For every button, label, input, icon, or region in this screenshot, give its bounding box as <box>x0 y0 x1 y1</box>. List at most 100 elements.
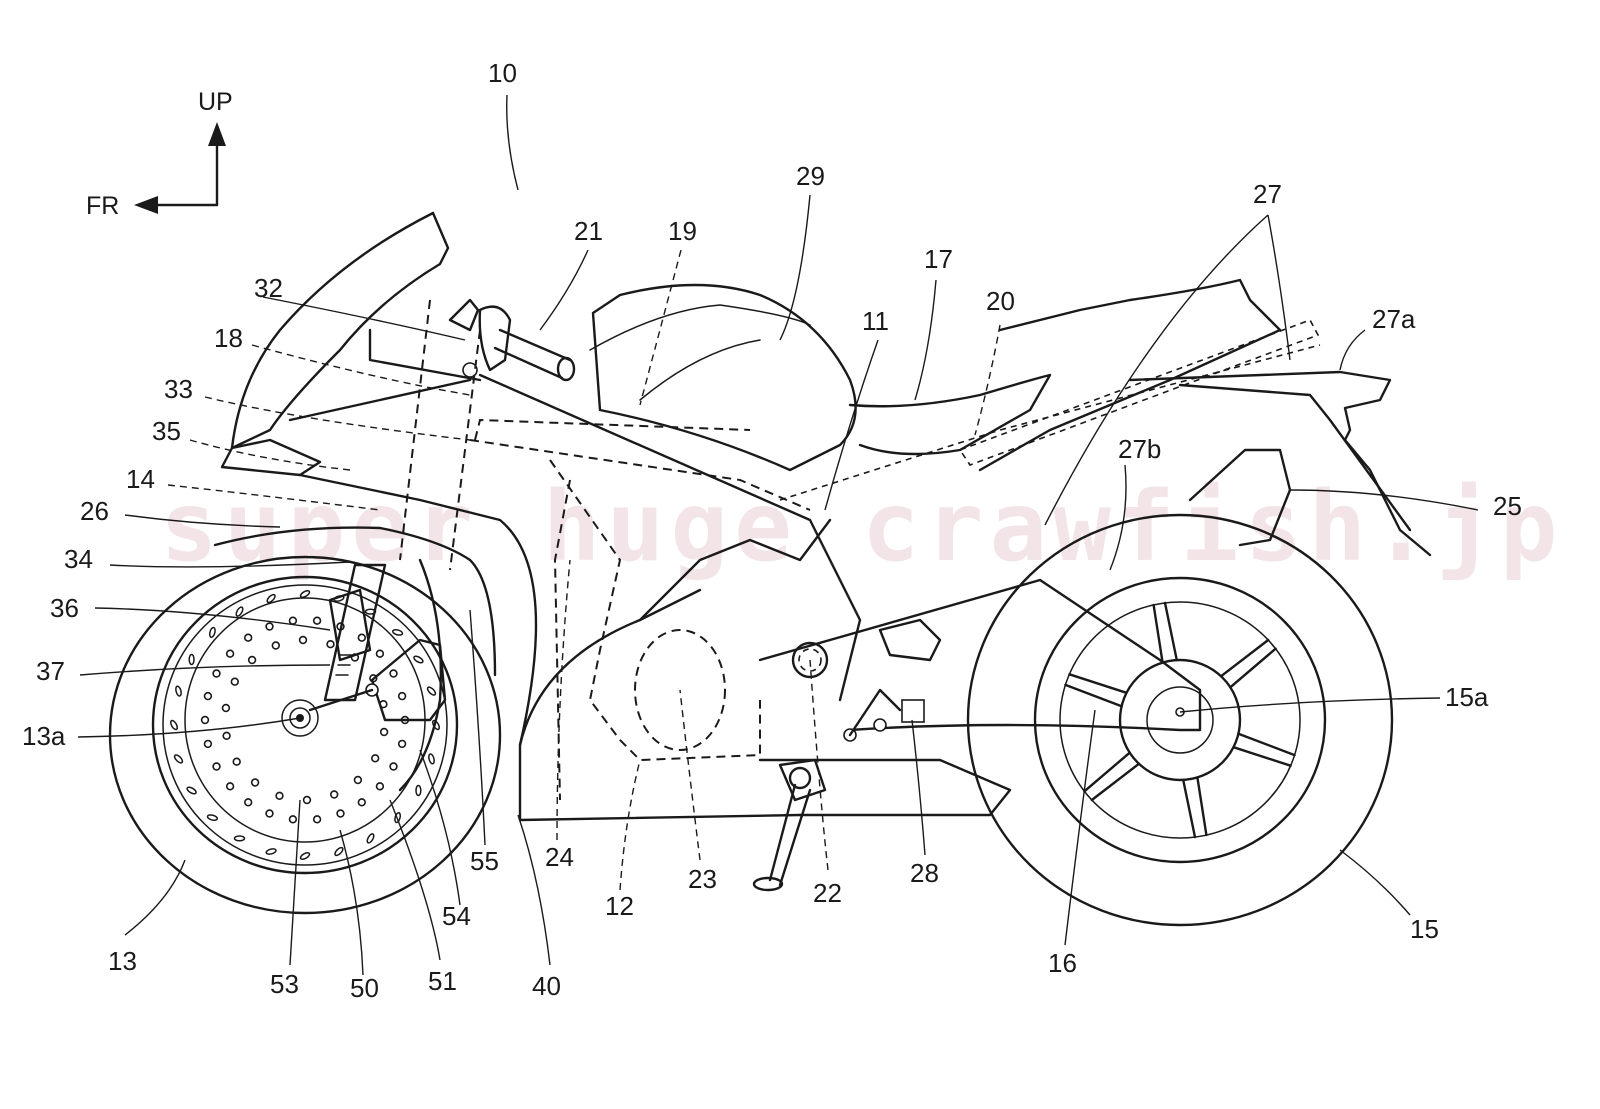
front-hub-inner <box>289 707 311 729</box>
label-36: 36 <box>50 593 79 623</box>
leader-54 <box>419 749 461 906</box>
disc-hole <box>250 778 260 787</box>
disc-hole <box>244 633 253 642</box>
disc-hole <box>357 798 366 807</box>
label-11: 11 <box>862 306 889 336</box>
rear-fender-25 <box>1188 448 1292 547</box>
main-frame <box>478 373 862 702</box>
rim-slot <box>415 784 422 797</box>
leader-20 <box>974 324 1001 436</box>
disc-hole <box>298 635 308 645</box>
label-27a: 27a <box>1372 304 1416 334</box>
label-18: 18 <box>214 323 243 353</box>
battery-case-hidden <box>549 459 761 762</box>
rim-slot <box>413 655 424 664</box>
disc-hole <box>397 739 407 749</box>
leader-35 <box>189 439 351 471</box>
disc-hole <box>302 795 312 805</box>
leader-32 <box>262 296 466 341</box>
label-26: 26 <box>80 496 109 526</box>
steering-head-bolt <box>462 362 478 378</box>
rim-slot <box>334 846 344 857</box>
label-13a: 13a <box>22 721 66 751</box>
disc-hole <box>212 669 221 678</box>
handlebar <box>448 298 576 382</box>
frame-hidden-box <box>474 418 751 441</box>
rear-spokes <box>1064 601 1296 839</box>
side-stand <box>752 758 1012 892</box>
disc-hole <box>265 809 274 818</box>
leader-17 <box>914 279 937 401</box>
rim-slot <box>206 814 219 822</box>
linkage-arm <box>848 688 902 737</box>
leader-24 <box>556 559 571 841</box>
seat-and-tail <box>779 278 1432 557</box>
rim-slot <box>233 835 246 842</box>
hidden-frame-lines <box>399 299 811 801</box>
fender-stay <box>398 558 443 792</box>
tail-cowl-27a <box>1128 370 1432 557</box>
leader-33 <box>204 396 471 441</box>
frame-hidden-upper <box>469 439 811 511</box>
windscreen-front-edge <box>230 211 435 450</box>
leader-55 <box>469 609 486 846</box>
rear-spoke <box>1083 751 1131 793</box>
label-28: 28 <box>910 858 939 888</box>
under-cowl <box>758 758 1012 817</box>
disc-hole <box>330 790 339 799</box>
disc-hole <box>389 762 398 771</box>
leader-37 <box>79 664 331 676</box>
tank-contour <box>589 304 811 351</box>
front-wheel <box>108 555 502 915</box>
tail-cowl-lower <box>1178 383 1412 532</box>
rim-slot <box>235 606 244 617</box>
front-label: FR <box>86 192 119 220</box>
rim-slot <box>366 833 375 844</box>
disc-hole <box>203 691 213 701</box>
rear-spoke <box>1232 746 1292 767</box>
label-19: 19 <box>668 216 697 246</box>
disc-hole <box>200 715 210 725</box>
tank-contour-lower <box>639 339 761 401</box>
leader-27a <box>1339 329 1366 371</box>
up-label: UP <box>198 88 233 116</box>
brake-caliper <box>370 638 447 722</box>
leader-21 <box>539 249 589 331</box>
disc-hole <box>375 649 385 658</box>
rear-spoke <box>1219 638 1270 678</box>
rear-rim-outer <box>1033 576 1327 864</box>
tail-cowl-upper <box>978 278 1282 472</box>
rim-slot <box>169 719 179 731</box>
disc-hole <box>288 616 298 625</box>
leader-22 <box>809 659 829 871</box>
leader-lines <box>77 94 1479 976</box>
label-51: 51 <box>428 966 457 996</box>
rear-tire-outline <box>966 513 1394 927</box>
leader-29 <box>779 194 811 341</box>
reference-labels: 10 21 19 29 17 20 11 27 27a 27b 25 15a 1… <box>22 58 1522 1003</box>
label-54: 54 <box>442 901 471 931</box>
fork-guard <box>328 588 372 662</box>
stand-leg <box>768 783 812 887</box>
leader-53 <box>289 799 301 966</box>
rim-slot <box>426 686 437 696</box>
rear-spoke <box>1196 776 1208 837</box>
up-arrow-head-icon <box>208 122 226 146</box>
rear-spoke <box>1237 732 1296 757</box>
headlight-cowl <box>220 438 322 477</box>
label-14: 14 <box>126 464 155 494</box>
label-27b: 27b <box>1118 434 1161 464</box>
swingarm-body <box>758 578 1202 732</box>
rear-spoke <box>1229 647 1277 689</box>
front-tire-outline <box>108 555 502 915</box>
rim-slots <box>169 589 441 861</box>
rim-slot <box>266 593 276 604</box>
frame-hidden-24 <box>553 479 571 801</box>
label-55: 55 <box>470 846 499 876</box>
disc-hole <box>203 739 213 749</box>
front-hub <box>281 699 319 737</box>
disc-hole <box>357 633 366 642</box>
label-53: 53 <box>270 969 299 999</box>
label-15a: 15a <box>1445 682 1489 712</box>
